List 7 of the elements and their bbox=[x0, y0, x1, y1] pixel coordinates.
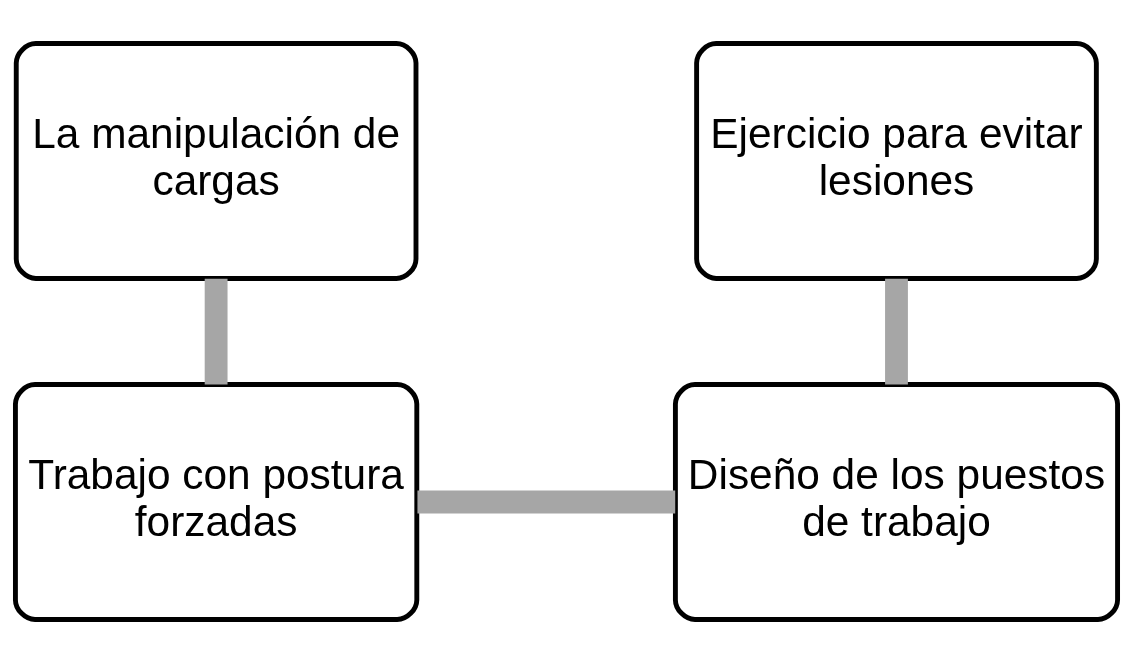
node-box: Trabajo con postura forzadas bbox=[13, 381, 420, 622]
connector bbox=[417, 490, 676, 513]
node-box: La manipulación de cargas bbox=[13, 40, 419, 281]
connector bbox=[204, 278, 228, 384]
node-box: Diseño de los puestos de trabajo bbox=[672, 381, 1120, 622]
node-box: Ejercicio para evitar lesiones bbox=[694, 40, 1099, 281]
connector bbox=[885, 278, 908, 384]
